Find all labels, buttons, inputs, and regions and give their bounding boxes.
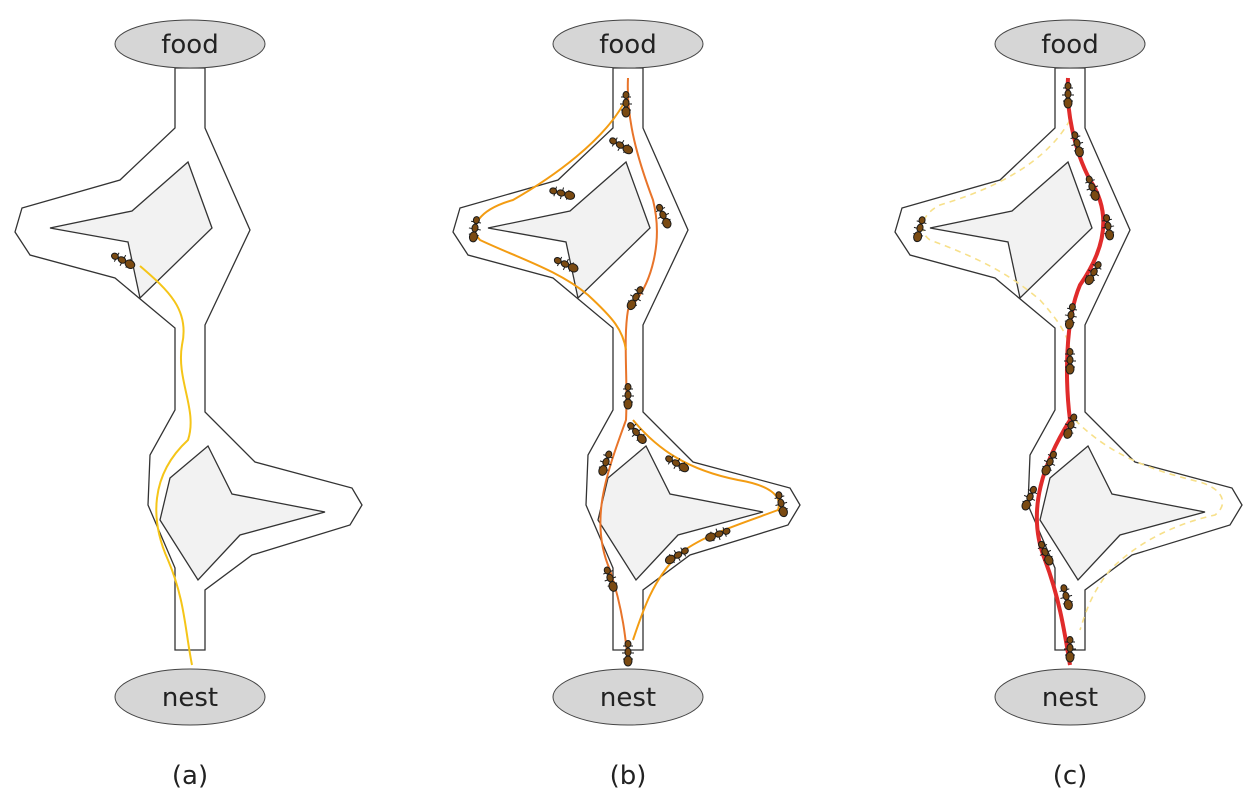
food-label-b: food <box>599 30 656 60</box>
ant-icon <box>1034 538 1057 568</box>
ant-icon <box>621 383 635 410</box>
trail-a <box>139 265 193 666</box>
ant-icon <box>595 448 617 478</box>
caption-b: (b) <box>610 761 647 791</box>
food-node-a <box>114 19 266 69</box>
nest-label-b: nest <box>600 683 656 713</box>
caption-c: (c) <box>1053 761 1088 791</box>
panel-b: food nest (b) <box>452 19 801 791</box>
food-node-c <box>994 19 1146 69</box>
panel-c: food nest (c) <box>894 19 1243 791</box>
corridor-a <box>14 67 363 651</box>
food-label-c: food <box>1041 30 1098 60</box>
nest-label-a: nest <box>162 683 218 713</box>
ant-icon <box>1062 302 1080 331</box>
nest-node-c <box>994 668 1146 726</box>
nest-node-a <box>114 668 266 726</box>
ant-icon <box>1060 411 1082 441</box>
ant-icon <box>599 564 621 594</box>
food-node-b <box>552 19 704 69</box>
ant-icon <box>623 283 648 313</box>
ant-icon <box>621 640 635 667</box>
trail-long-lower-b <box>632 419 780 641</box>
trail-faded-lower-c <box>1074 419 1224 631</box>
food-label-a: food <box>161 30 218 60</box>
ant-icon <box>1061 82 1075 109</box>
trail-long-upper-b <box>474 94 629 351</box>
ant-icon <box>910 214 930 244</box>
ant-icon <box>547 183 577 203</box>
panel-a: food nest (a) <box>14 19 363 791</box>
caption-a: (a) <box>172 761 208 791</box>
ant-icon <box>606 133 636 158</box>
nest-node-b <box>552 668 704 726</box>
ant-icon <box>619 91 633 118</box>
ant-icon <box>466 215 484 244</box>
ant-icon <box>1067 129 1087 159</box>
nest-label-c: nest <box>1042 683 1098 713</box>
